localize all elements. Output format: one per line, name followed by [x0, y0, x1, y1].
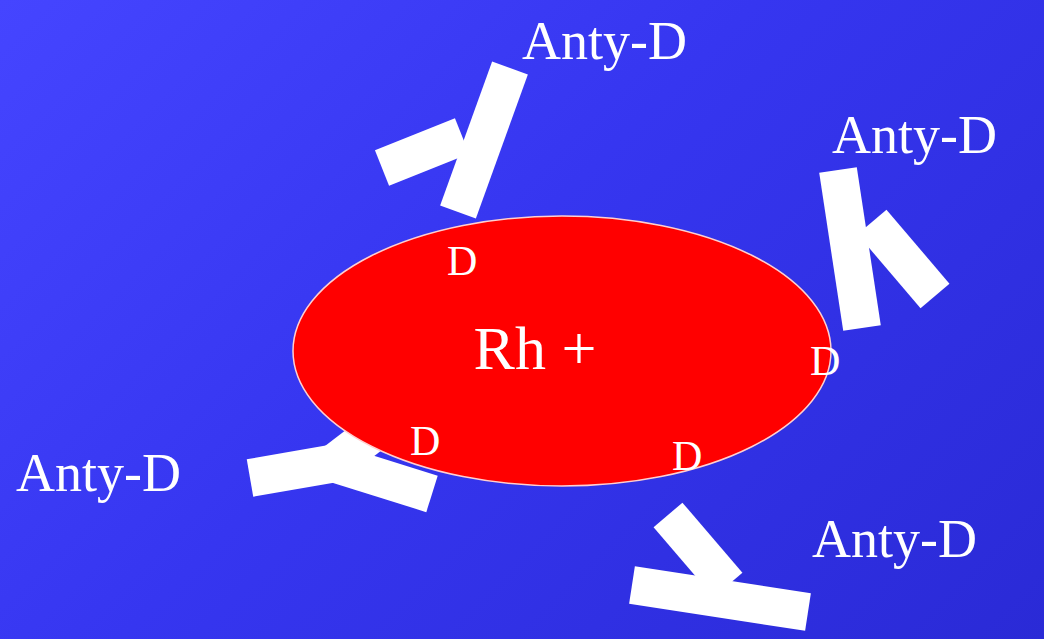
antibody-arm [872, 222, 935, 296]
antibody-label: Anty-D [812, 512, 977, 566]
antibody-label: Anty-D [16, 446, 181, 500]
antibody-arm [330, 462, 432, 494]
antibody-label: Anty-D [832, 108, 997, 162]
antigen-label: D [672, 435, 702, 477]
antigen-label: D [447, 240, 477, 282]
antibody-label: Anty-D [522, 14, 687, 68]
red-blood-cell: Rh + D D D D [292, 215, 852, 487]
antigen-label: D [410, 420, 440, 462]
antibody-arm [382, 136, 462, 168]
antibody-stem [458, 68, 510, 212]
antibody-stem [838, 170, 862, 328]
cell-type: Rh + [474, 317, 597, 379]
antigen-label: D [810, 340, 840, 382]
antibody-arm [632, 585, 808, 612]
